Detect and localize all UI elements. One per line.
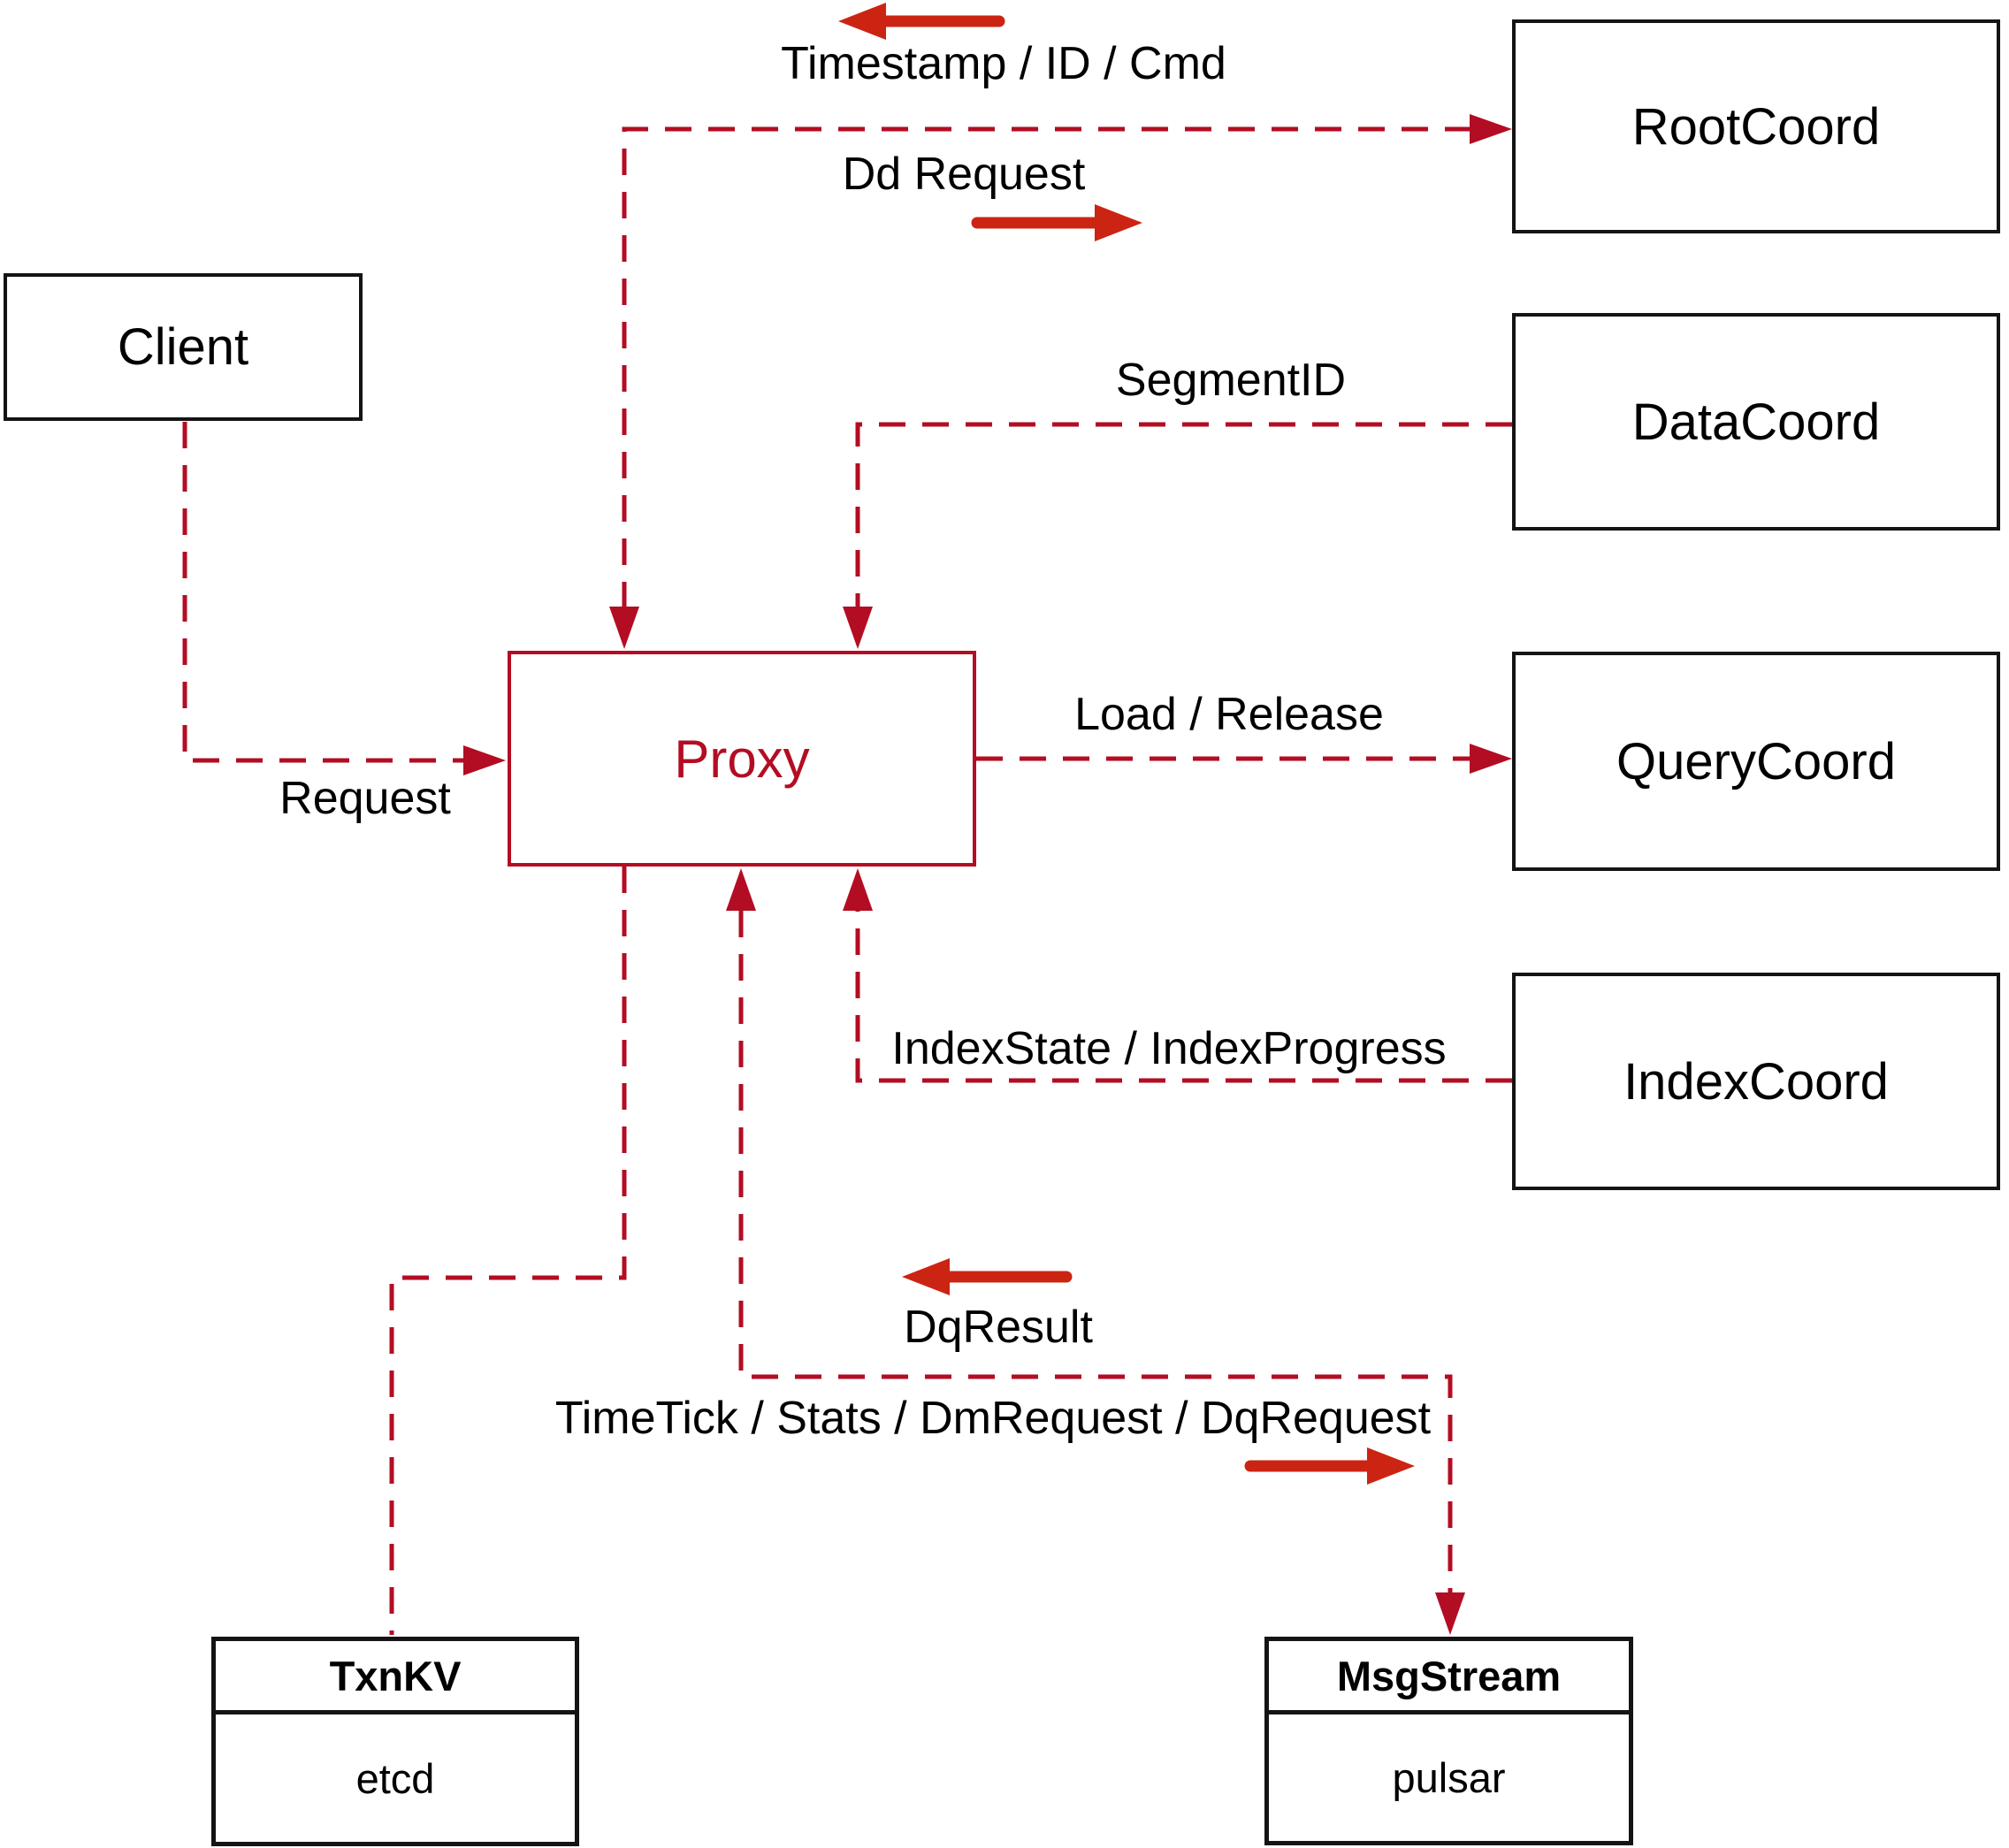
connector-proxy-msgstream <box>738 911 1453 1592</box>
client-node: Client <box>4 273 363 421</box>
timetick-stats-dmrequest-dqrequest-label: TimeTick / Stats / DmRequest / DqRequest <box>554 1393 1432 1444</box>
indexstate-indexprogress-label: IndexState / IndexProgress <box>891 1023 1447 1074</box>
connector-indexcoord-proxy <box>855 911 1512 1083</box>
msgstream-node: MsgStream pulsar <box>1264 1637 1633 1845</box>
indexcoord-node: IndexCoord <box>1512 973 2000 1190</box>
datacoord-label: DataCoord <box>1631 393 1881 451</box>
rootcoord-node: RootCoord <box>1512 19 2000 233</box>
request-label: Request <box>279 773 451 824</box>
connector-proxy-rootcoord <box>622 126 1470 608</box>
timestamp-direction-left-arrow-icon <box>838 3 1005 40</box>
txnkv-impl-label: etcd <box>355 1754 435 1802</box>
segmentid-label: SegmentID <box>1115 355 1347 406</box>
txnkv-node: TxnKV etcd <box>211 1637 579 1846</box>
timestamp-id-cmd-label: Timestamp / ID / Cmd <box>781 38 1226 89</box>
dd-request-direction-right-arrow-icon <box>971 204 1142 241</box>
msgstream-title: MsgStream <box>1269 1641 1629 1714</box>
arrowhead-up-proxy-bottom-right-icon <box>843 868 873 911</box>
datacoord-node: DataCoord <box>1512 313 2000 531</box>
arrowhead-right-proxy-left-icon <box>463 745 506 775</box>
connector-client-proxy <box>182 422 463 763</box>
querycoord-node: QueryCoord <box>1512 652 2000 871</box>
connector-proxy-txnkv <box>389 867 627 1635</box>
proxy-label: Proxy <box>674 729 810 789</box>
txnkv-title: TxnKV <box>216 1641 575 1714</box>
proxy-node: Proxy <box>508 651 976 867</box>
arrowhead-down-msgstream-icon <box>1435 1592 1465 1635</box>
querycoord-label: QueryCoord <box>1616 732 1896 790</box>
client-label: Client <box>117 318 249 376</box>
arrowhead-down-proxy-top-left-icon <box>609 607 639 649</box>
rootcoord-label: RootCoord <box>1631 97 1881 156</box>
load-release-label: Load / Release <box>1074 689 1384 740</box>
dqresult-direction-left-arrow-icon <box>902 1258 1073 1295</box>
connector-datacoord-proxy <box>855 422 1512 608</box>
msgstream-impl-label: pulsar <box>1392 1754 1506 1801</box>
dqrequest-direction-right-arrow-icon <box>1244 1447 1415 1485</box>
arrowhead-right-rootcoord-icon <box>1470 114 1512 144</box>
dd-request-label: Dd Request <box>842 149 1086 200</box>
dqresult-label: DqResult <box>904 1302 1093 1353</box>
indexcoord-label: IndexCoord <box>1623 1052 1889 1111</box>
arrowhead-right-querycoord-icon <box>1470 744 1512 774</box>
arrowhead-up-proxy-bottom-mid-icon <box>726 868 756 911</box>
arrowhead-down-proxy-top-right-icon <box>843 607 873 649</box>
